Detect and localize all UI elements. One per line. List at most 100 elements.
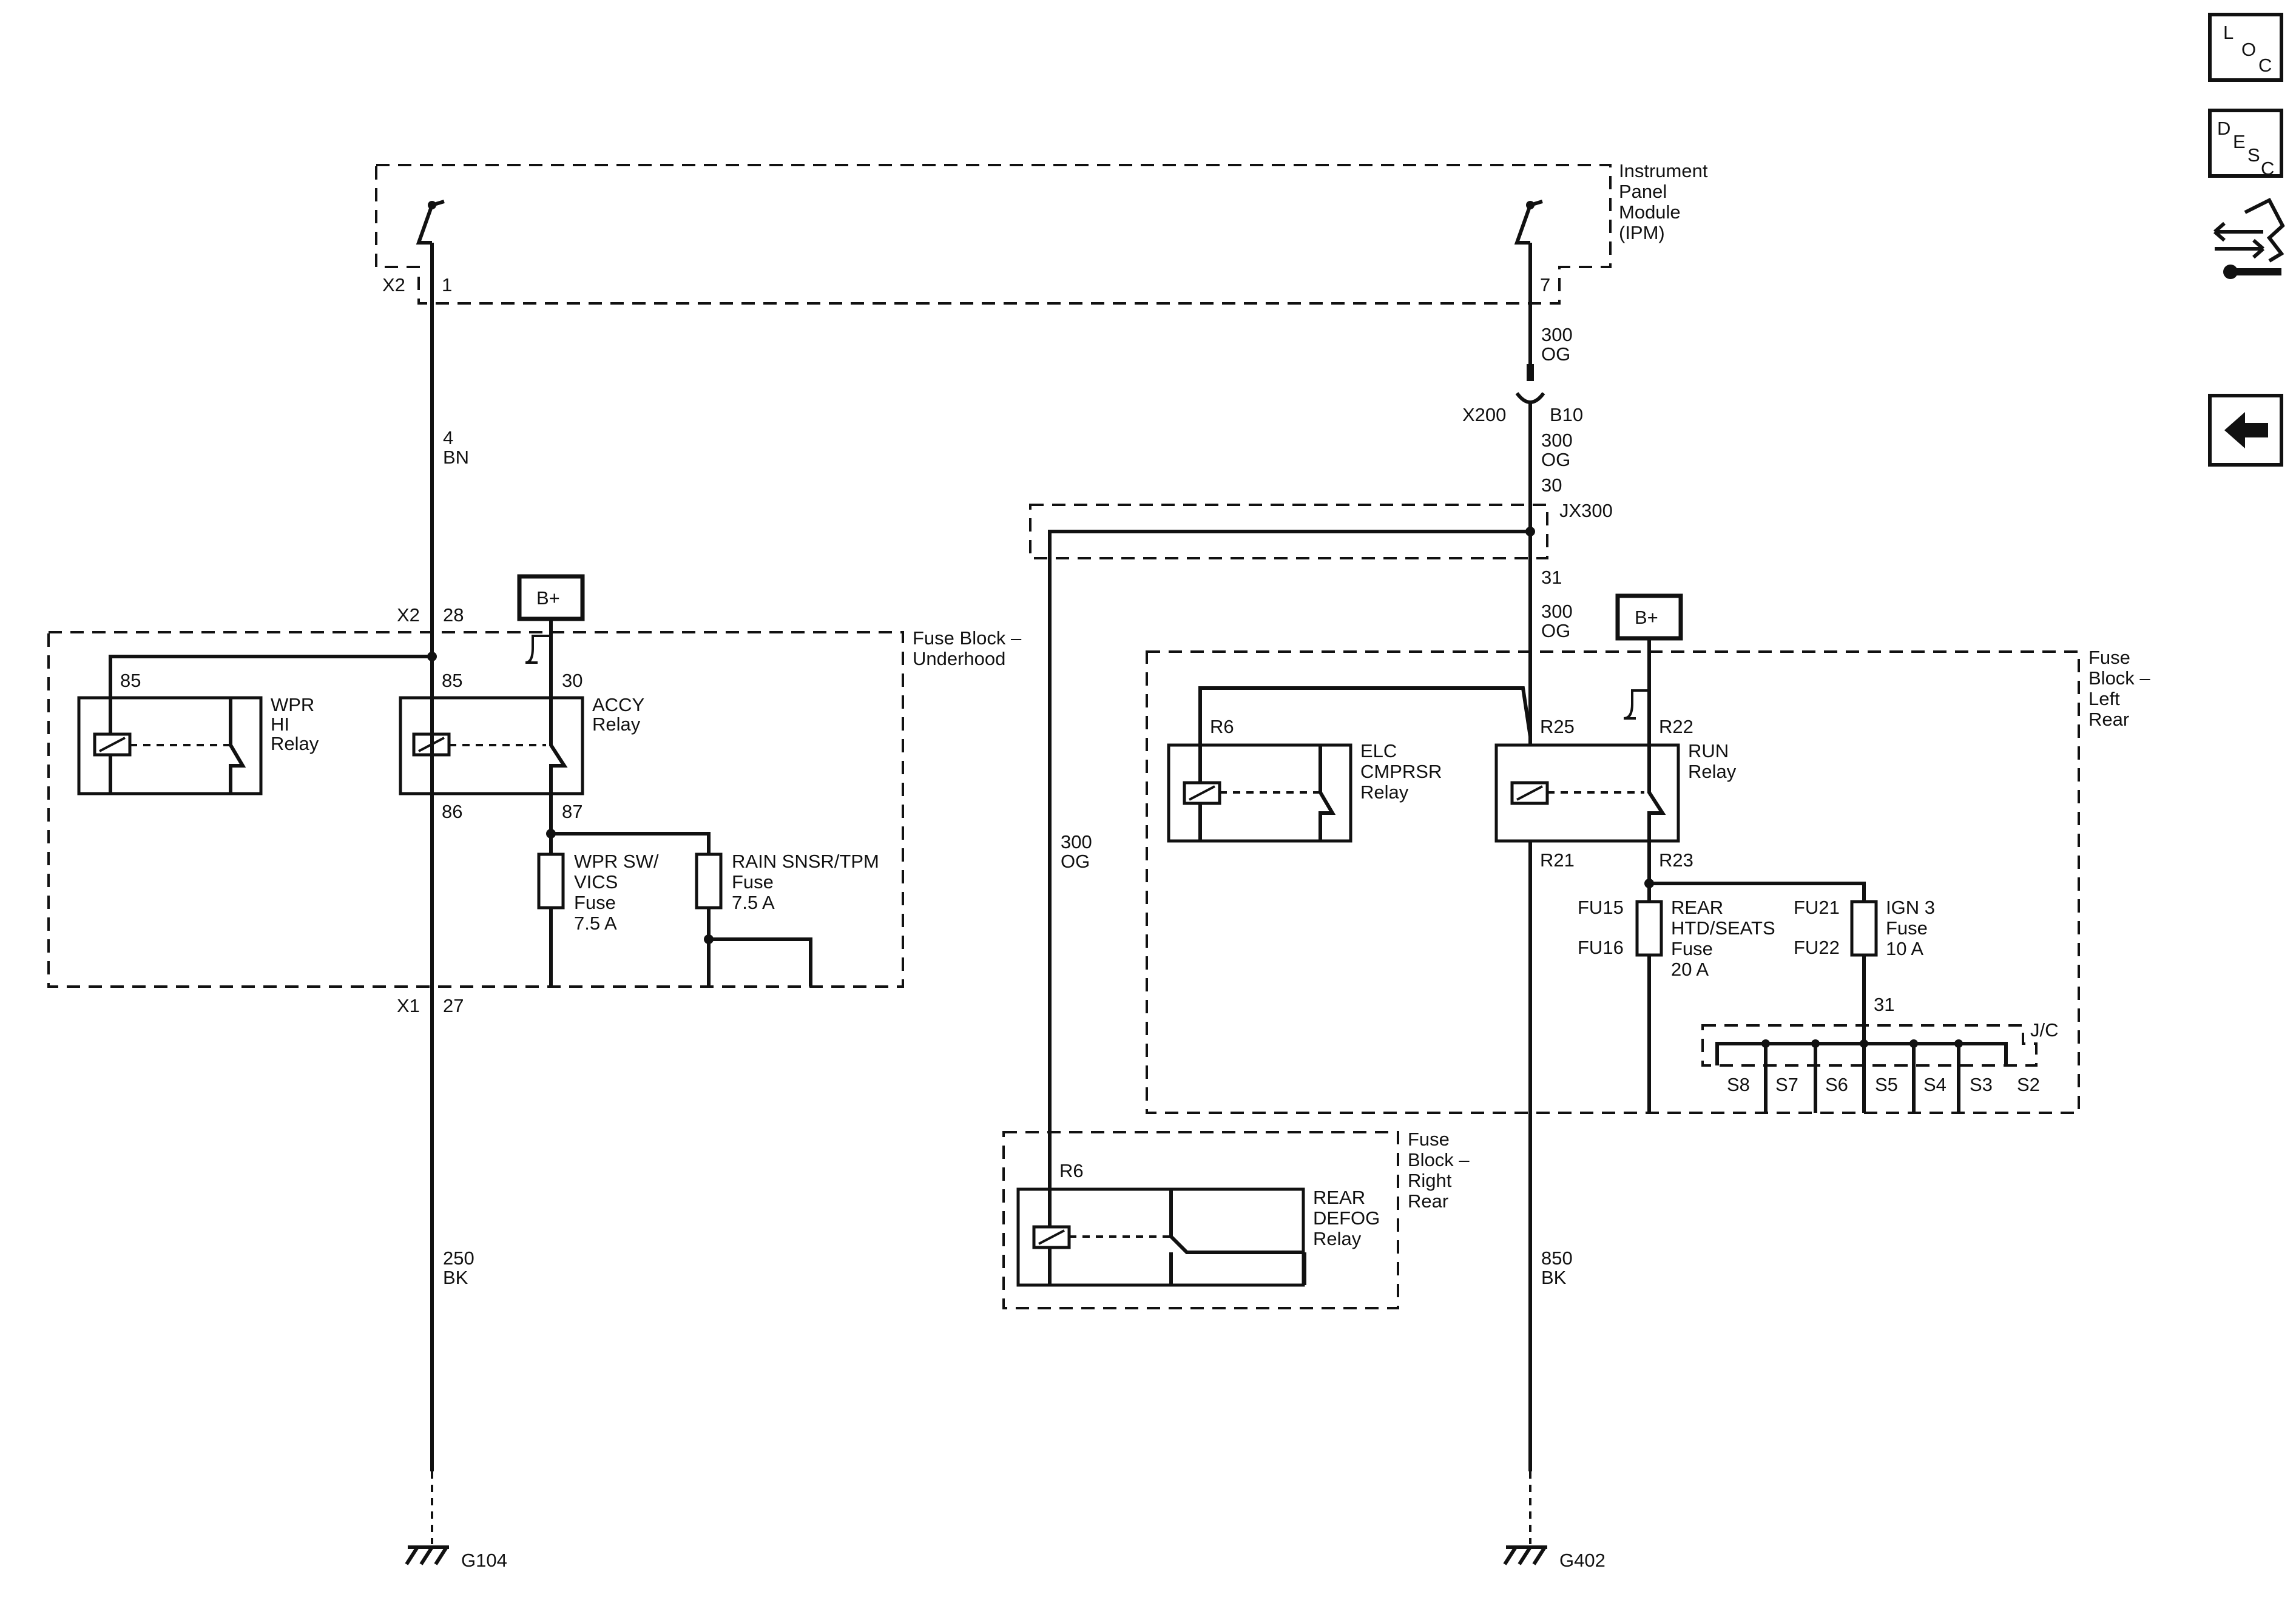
pin-28: 28 [443, 604, 464, 626]
fuse-rear-htd-seats: FU15 FU16 REAR HTD/SEATS Fuse 20 A [1578, 897, 1775, 980]
bplus-feed-2: B+ [1615, 593, 1683, 745]
fuse-rain-snsr-tpm-3: 7.5 A [732, 892, 775, 913]
relay-wpr-hi-label-1: WPR [271, 694, 314, 715]
pin-87: 87 [562, 801, 582, 822]
pin-r23: R23 [1659, 849, 1693, 871]
pin-r21: R21 [1540, 849, 1575, 871]
fb-right-rear-label-2: Block – [1408, 1149, 1470, 1170]
pin-30-jx: 30 [1541, 474, 1562, 496]
fb-underhood-label-1: Fuse Block – [913, 627, 1022, 649]
splice-s7: S7 [1775, 1074, 1798, 1095]
wire-right-main: 300 OG X200 B10 300 OG 30 31 300 OG 850 … [1462, 243, 1583, 1544]
splice-s5: S5 [1875, 1074, 1898, 1095]
splice-s4: S4 [1923, 1074, 1947, 1095]
fuse-ign3-3: 10 A [1886, 938, 1923, 959]
wire-850-color: BK [1541, 1267, 1567, 1288]
connector-tool-icon[interactable] [2213, 198, 2285, 279]
back-arrow-icon [2224, 412, 2268, 448]
ipm-module: Instrument Panel Module (IPM) X2 1 7 [375, 160, 1708, 305]
pin-31-jc: 31 [1874, 994, 1894, 1015]
ground-g402: G402 [1503, 1545, 1606, 1571]
bplus-2-label: B+ [1635, 607, 1658, 628]
desc-button[interactable]: D E S C [2208, 109, 2283, 179]
pin-30: 30 [562, 670, 582, 691]
fuse-rain-snsr-tpm: RAIN SNSR/TPM Fuse 7.5 A [695, 851, 879, 913]
wire-left-main: 4 BN 250 BK [430, 243, 474, 1544]
fuse-rear-htd-1: REAR [1671, 897, 1723, 918]
ipm-label-2: Panel [1619, 181, 1667, 202]
relay-run-label-2: Relay [1688, 761, 1737, 782]
wire-300-b10-num: 300 [1541, 430, 1573, 451]
wire-850-num: 850 [1541, 1247, 1573, 1269]
pin-fu21: FU21 [1794, 897, 1840, 918]
splice-s6: S6 [1825, 1074, 1848, 1095]
relay-accy: 85 30 86 87 ACCY Relay [399, 657, 644, 822]
pin-86: 86 [442, 801, 462, 822]
fuse-rear-htd-4: 20 A [1671, 959, 1709, 980]
pin-fu22: FU22 [1794, 937, 1840, 958]
ipm-label-3: Module [1619, 201, 1681, 223]
relay-accy-label-1: ACCY [592, 694, 644, 715]
fb-left-rear-label-1: Fuse [2088, 647, 2130, 668]
fuse-block-right-rear: Fuse Block – Right Rear R6 REAR DEFOG Re… [1002, 1129, 1470, 1309]
pin-27: 27 [443, 995, 464, 1016]
splice-s2: S2 [2017, 1074, 2040, 1095]
fuse-wpr-sw-vics-4: 7.5 A [574, 913, 617, 934]
jc-label: J/C [2030, 1019, 2059, 1041]
desc-letter-s: S [2247, 144, 2260, 166]
relay-rear-defog-label-1: REAR [1313, 1187, 1365, 1208]
fuse-rain-snsr-tpm-2: Fuse [732, 871, 774, 893]
fuse-wpr-sw-vics-2: VICS [574, 871, 618, 893]
relay-elc-label-1: ELC [1360, 740, 1397, 761]
back-button[interactable] [2208, 394, 2283, 467]
fuse-block-left-rear: Fuse Block – Left Rear B+ R6 ELC CMPRSR … [1146, 593, 2150, 1114]
fuse-wpr-sw-vics-1: WPR SW/ [574, 851, 659, 872]
wire-300-top-color: OG [1541, 343, 1570, 365]
jx300-label: JX300 [1559, 500, 1613, 521]
wire-250-color: BK [443, 1267, 468, 1288]
pin-fu15: FU15 [1578, 897, 1624, 918]
fb-underhood-label-2: Underhood [913, 648, 1005, 669]
relay-wpr-hi: 85 WPR HI Relay [77, 670, 319, 795]
splice-s3: S3 [1970, 1074, 1993, 1095]
wire-4-color: BN [443, 447, 469, 468]
ground-g104-label: G104 [461, 1550, 507, 1571]
pin-fu16: FU16 [1578, 937, 1624, 958]
fb-left-rear-label-2: Block – [2088, 667, 2150, 689]
wire-300-left-color: OG [1061, 851, 1090, 872]
ipm-switch-left [416, 200, 445, 245]
relay-elc-label-3: Relay [1360, 781, 1409, 803]
pin-b10: B10 [1550, 404, 1583, 425]
wire-4-num: 4 [443, 427, 453, 448]
pin-x2-mid: X2 [397, 604, 420, 626]
bplus-1-label: B+ [536, 587, 560, 609]
fuse-wpr-sw-vics: WPR SW/ VICS Fuse 7.5 A [537, 851, 659, 934]
splice-s8: S8 [1727, 1074, 1750, 1095]
bplus-feed-1: B+ [517, 574, 585, 664]
loc-button[interactable]: L O C [2208, 13, 2283, 82]
fuse-wpr-sw-vics-3: Fuse [574, 892, 616, 913]
fb-left-rear-label-4: Rear [2088, 709, 2129, 730]
relay-rear-defog-label-3: Relay [1313, 1228, 1362, 1249]
pin-x200: X200 [1462, 404, 1506, 425]
pin-31-jx: 31 [1541, 567, 1562, 588]
desc-letter-c: C [2261, 158, 2274, 179]
fb-right-rear-label-3: Right [1408, 1170, 1452, 1191]
fb-right-rear-label-4: Rear [1408, 1190, 1448, 1212]
ipm-label-4: (IPM) [1619, 222, 1665, 243]
loc-letter-c: C [2258, 55, 2272, 76]
pin-7: 7 [1540, 274, 1550, 295]
loc-letter-l: L [2223, 22, 2234, 43]
pin-1: 1 [442, 274, 452, 295]
loc-letter-o: O [2241, 39, 2256, 60]
fuse-ign3-2: Fuse [1886, 917, 1928, 939]
wire-300-b10-color: OG [1541, 449, 1570, 470]
desc-letter-d: D [2217, 118, 2230, 139]
fuse-ign3-1: IGN 3 [1886, 897, 1935, 918]
ipm-switch-right [1514, 200, 1543, 245]
relay-wpr-hi-label-3: Relay [271, 733, 319, 754]
wire-250-num: 250 [443, 1247, 474, 1269]
ground-g402-label: G402 [1559, 1550, 1606, 1571]
fuse-rain-snsr-tpm-1: RAIN SNSR/TPM [732, 851, 879, 872]
